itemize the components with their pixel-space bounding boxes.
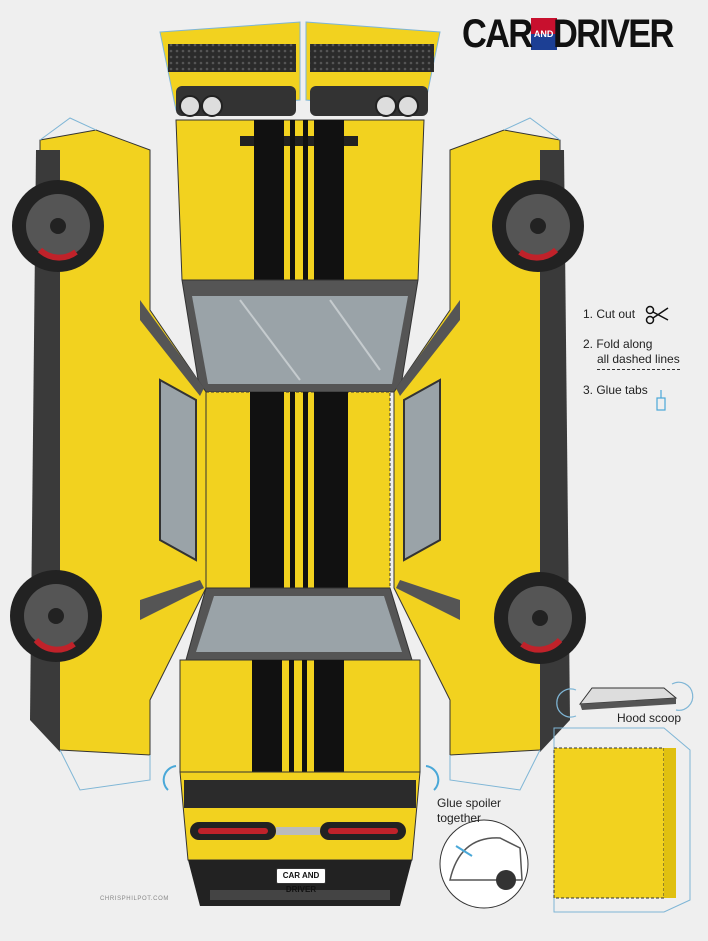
instruction-fold-line2: all dashed lines bbox=[597, 352, 680, 370]
wheel-icon bbox=[494, 572, 586, 664]
logo-and-badge: AND bbox=[530, 18, 557, 50]
roof-panel bbox=[205, 391, 391, 589]
rotate-arrow-icon bbox=[425, 765, 440, 791]
rear-window bbox=[185, 587, 413, 661]
glue-bottle-icon bbox=[656, 390, 666, 411]
spoiler-detail-diagram bbox=[439, 819, 529, 909]
rotate-arrow-icon bbox=[162, 765, 177, 791]
wheel-icon bbox=[12, 180, 104, 272]
spoiler-piece bbox=[553, 727, 691, 913]
glue-spoiler-label-line2: together bbox=[437, 811, 482, 825]
car-and-driver-logo: CAR AND DRIVER bbox=[462, 8, 706, 60]
front-hood-panel bbox=[159, 21, 441, 281]
windshield bbox=[181, 279, 419, 393]
logo-word-driver: DRIVER bbox=[552, 12, 674, 56]
hood-scoop-label: Hood scoop bbox=[617, 711, 682, 725]
rear-fascia bbox=[179, 771, 421, 906]
instruction-glue-tabs: 3. Glue tabs bbox=[583, 383, 648, 397]
wheel-icon bbox=[10, 570, 102, 662]
instruction-cut-out: 1. Cut out bbox=[583, 307, 636, 321]
wheel-icon bbox=[492, 180, 584, 272]
illustrator-credit: CHRISPHILPOT.COM bbox=[100, 896, 169, 902]
trunk-panel bbox=[179, 659, 421, 773]
scissors-icon bbox=[645, 305, 669, 325]
logo-word-car: CAR bbox=[462, 12, 533, 56]
hood-scoop-piece bbox=[556, 681, 694, 718]
instruction-fold-line1: 2. Fold along bbox=[583, 337, 653, 351]
glue-spoiler-label-line1: Glue spoiler bbox=[437, 796, 502, 810]
rear-badge: CAR AND DRIVER bbox=[276, 868, 326, 894]
